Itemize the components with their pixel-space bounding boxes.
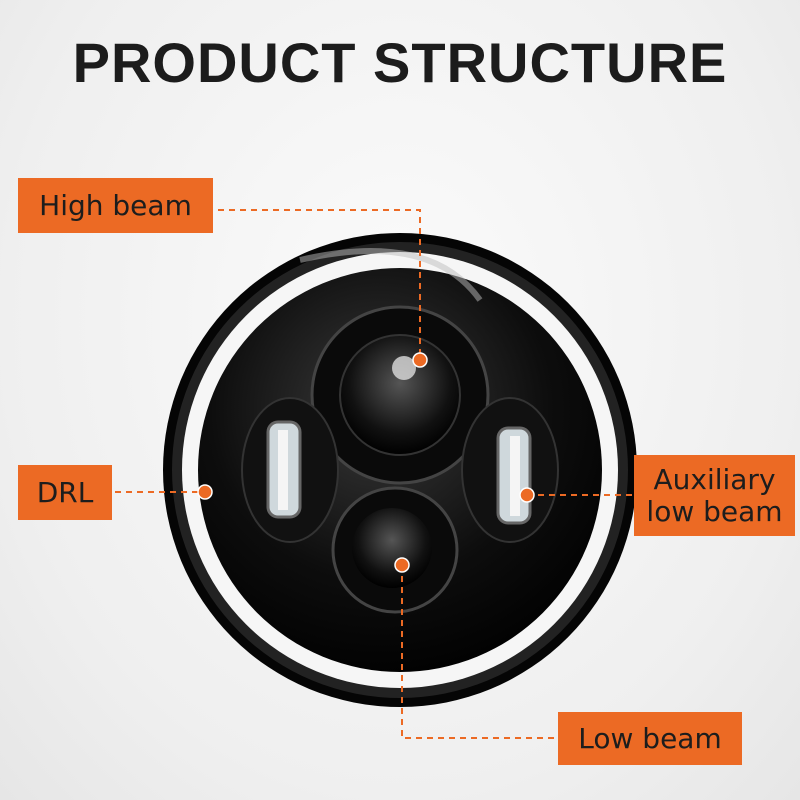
high-beam-dot bbox=[412, 352, 428, 368]
callout-lines bbox=[115, 209, 632, 739]
label-low-beam: Low beam bbox=[558, 712, 742, 765]
label-drl: DRL bbox=[18, 465, 112, 520]
low-beam-leader bbox=[401, 565, 556, 739]
page-title: PRODUCT STRUCTURE bbox=[72, 31, 728, 94]
label-auxiliary-low-beam: Auxiliary low beam bbox=[634, 455, 795, 536]
label-aux-line2: low beam bbox=[646, 494, 783, 528]
low-beam-dot bbox=[394, 557, 410, 573]
label-aux-line1: Auxiliary bbox=[653, 462, 776, 496]
label-high-beam: High beam bbox=[18, 178, 213, 233]
drl-dot bbox=[197, 484, 213, 500]
aux-dot bbox=[519, 487, 535, 503]
high-beam-leader bbox=[218, 209, 421, 360]
